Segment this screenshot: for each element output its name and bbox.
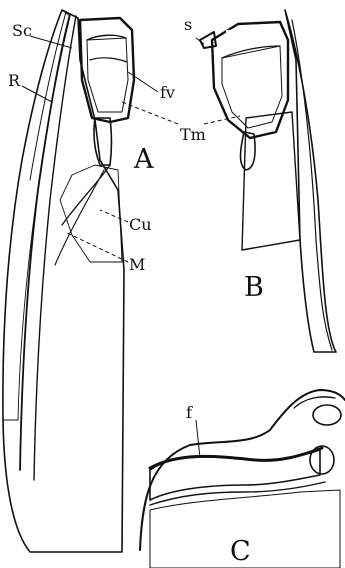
panel-b-wing [200,10,336,352]
label-f: f [186,403,193,422]
panel-label-a: A [133,144,154,175]
label-r: R [8,71,21,90]
panel-a-wing [3,10,134,552]
label-tm: Tm [180,125,206,144]
label-fv: fv [160,83,175,102]
label-m: M [129,255,145,274]
panel-label-b: B [244,272,264,303]
label-sc: Sc [12,21,32,40]
label-s: s [184,15,192,34]
panel-label-c: C [230,536,251,567]
label-cu: Cu [129,215,152,234]
